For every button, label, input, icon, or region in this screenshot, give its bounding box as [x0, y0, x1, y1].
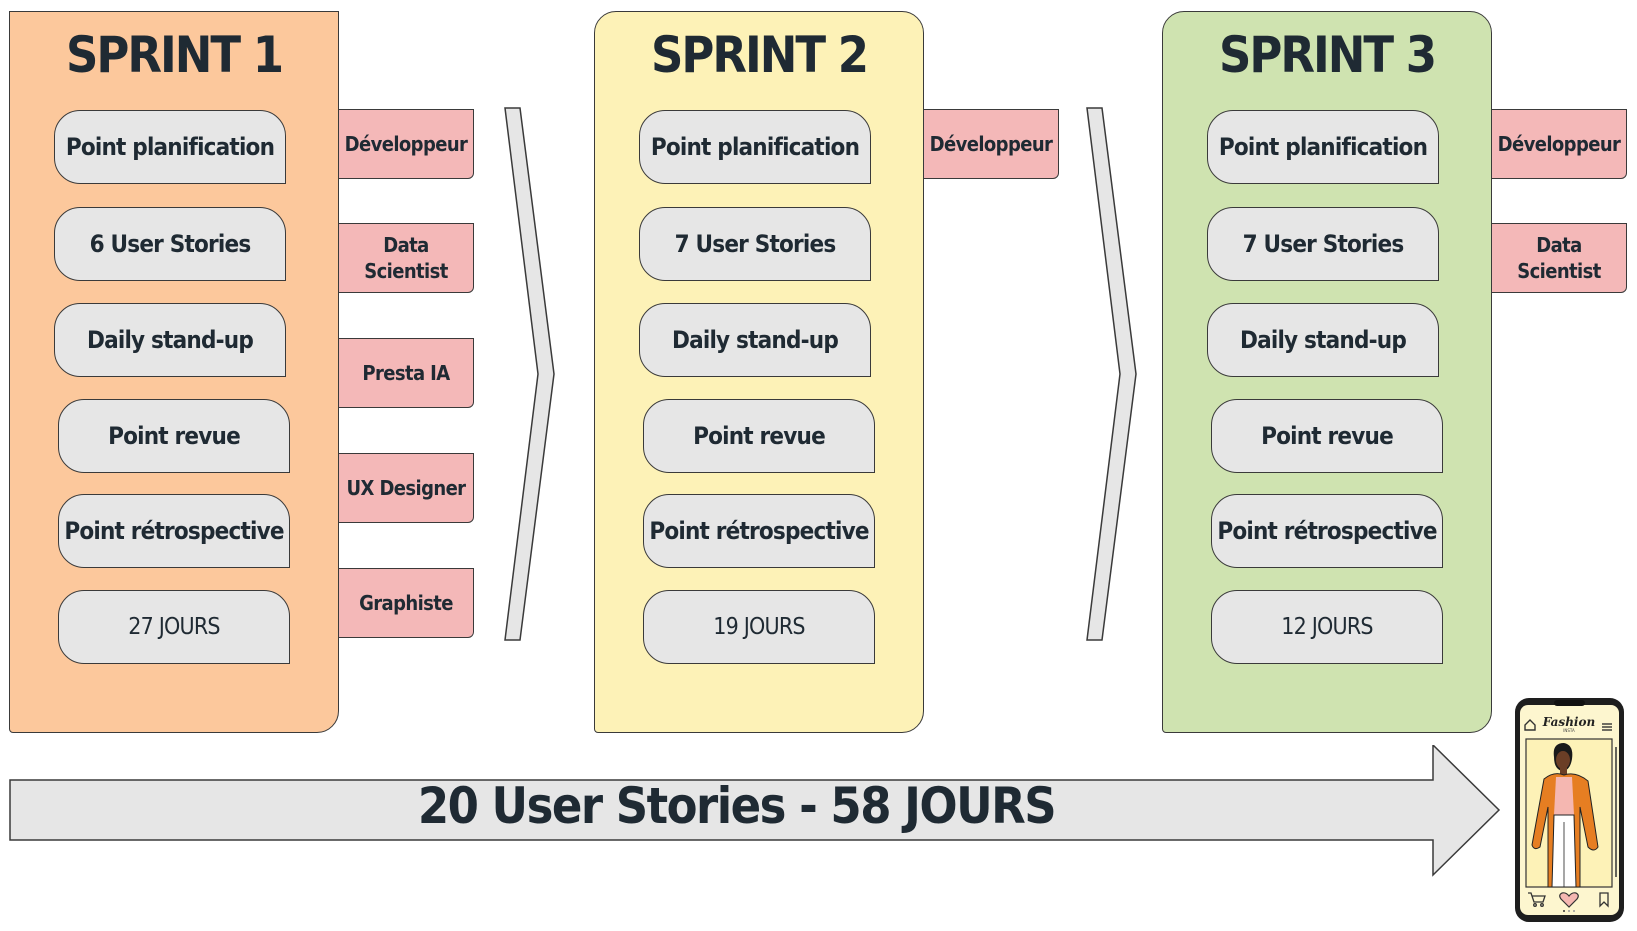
step-duration: 12 JOURS [1211, 590, 1443, 664]
menu-icon [1602, 723, 1612, 731]
phone-illustration: Fashion INSTA [1515, 698, 1624, 922]
step-duration: 19 JOURS [643, 590, 875, 664]
sprint-title: SPRINT 1 [65, 26, 284, 84]
svg-text:Fashion: Fashion [1542, 715, 1595, 729]
sprint-title: SPRINT 3 [1218, 26, 1437, 84]
step-daily-standup: Daily stand-up [639, 303, 871, 377]
step-review: Point revue [1211, 399, 1443, 473]
sprint-1-panel: SPRINT 1 Point planification 6 User Stor… [9, 11, 339, 733]
step-retrospective: Point rétrospective [1211, 494, 1443, 568]
step-duration: 27 JOURS [58, 590, 290, 664]
role-data-scientist: Data Scientist [1492, 223, 1627, 293]
svg-text:INSTA: INSTA [1563, 728, 1575, 733]
timeline-label: 20 User Stories - 58 JOURS [417, 777, 1057, 835]
role-developer: Développeur [924, 109, 1059, 179]
timeline-arrow [9, 745, 1501, 877]
bookmark-icon [1599, 892, 1609, 908]
step-user-stories: 7 User Stories [1207, 207, 1439, 281]
step-review: Point revue [58, 399, 290, 473]
role-ux-designer: UX Designer [339, 453, 474, 523]
home-icon [1524, 719, 1536, 731]
role-developer: Développeur [339, 109, 474, 179]
step-retrospective: Point rétrospective [58, 494, 290, 568]
chevron-arrow-icon [504, 107, 555, 641]
role-presta-ia: Presta IA [339, 338, 474, 408]
role-graphic-designer: Graphiste [339, 568, 474, 638]
role-data-scientist: Data Scientist [339, 223, 474, 293]
sprint-2-panel: SPRINT 2 Point planification 7 User Stor… [594, 11, 924, 733]
step-planning: Point planification [639, 110, 871, 184]
role-developer: Développeur [1492, 109, 1627, 179]
heart-icon [1559, 892, 1579, 908]
step-retrospective: Point rétrospective [643, 494, 875, 568]
step-user-stories: 6 User Stories [54, 207, 286, 281]
step-daily-standup: Daily stand-up [54, 303, 286, 377]
step-user-stories: 7 User Stories [639, 207, 871, 281]
step-daily-standup: Daily stand-up [1207, 303, 1439, 377]
step-planning: Point planification [1207, 110, 1439, 184]
cart-icon [1528, 892, 1546, 907]
step-planning: Point planification [54, 110, 286, 184]
chevron-arrow-icon [1086, 107, 1137, 641]
sprint-title: SPRINT 2 [650, 26, 869, 84]
sprint-3-panel: SPRINT 3 Point planification 7 User Stor… [1162, 11, 1492, 733]
step-review: Point revue [643, 399, 875, 473]
